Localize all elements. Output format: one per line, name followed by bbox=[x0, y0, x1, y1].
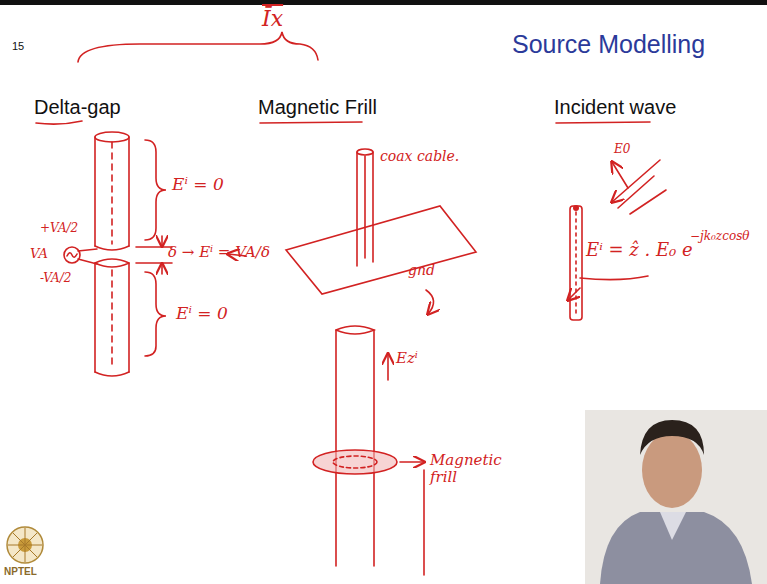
section-heading: Magnetic Frill bbox=[258, 96, 377, 119]
current-label: Īx bbox=[262, 6, 283, 31]
part-label: Magnetic frill bbox=[430, 452, 500, 487]
field-note: δ → Eⁱ = VA/δ bbox=[168, 244, 270, 261]
top-bar bbox=[0, 0, 767, 5]
slide-title: Source Modelling bbox=[512, 30, 705, 59]
section-heading: Incident wave bbox=[554, 96, 676, 119]
field-note: Ezⁱ bbox=[396, 350, 418, 367]
voltage-label: +VA/2 bbox=[40, 222, 78, 236]
underline bbox=[36, 121, 82, 124]
field-note: Eⁱ = 0 bbox=[172, 175, 224, 195]
part-label: gnd bbox=[408, 262, 435, 278]
field-note: Eⁱ = 0 bbox=[176, 304, 228, 324]
underline bbox=[260, 122, 362, 123]
voltage-label: -VA/2 bbox=[40, 272, 71, 286]
presenter-photo bbox=[585, 410, 767, 584]
ground-plane bbox=[286, 206, 476, 294]
underline bbox=[556, 122, 650, 123]
logo-text: NPTEL bbox=[4, 566, 37, 578]
brace bbox=[78, 32, 318, 62]
source-label: VA bbox=[30, 247, 48, 262]
page-number: 15 bbox=[12, 40, 24, 53]
equation: Eⁱ = ẑ . E₀ e bbox=[586, 240, 693, 261]
equation-exponent: −jk₀zcosθ bbox=[690, 230, 750, 244]
field-note: E0 bbox=[614, 143, 630, 157]
logo-emblem bbox=[7, 527, 43, 563]
section-heading: Delta-gap bbox=[34, 96, 121, 119]
part-label: coax cable. bbox=[380, 148, 459, 164]
